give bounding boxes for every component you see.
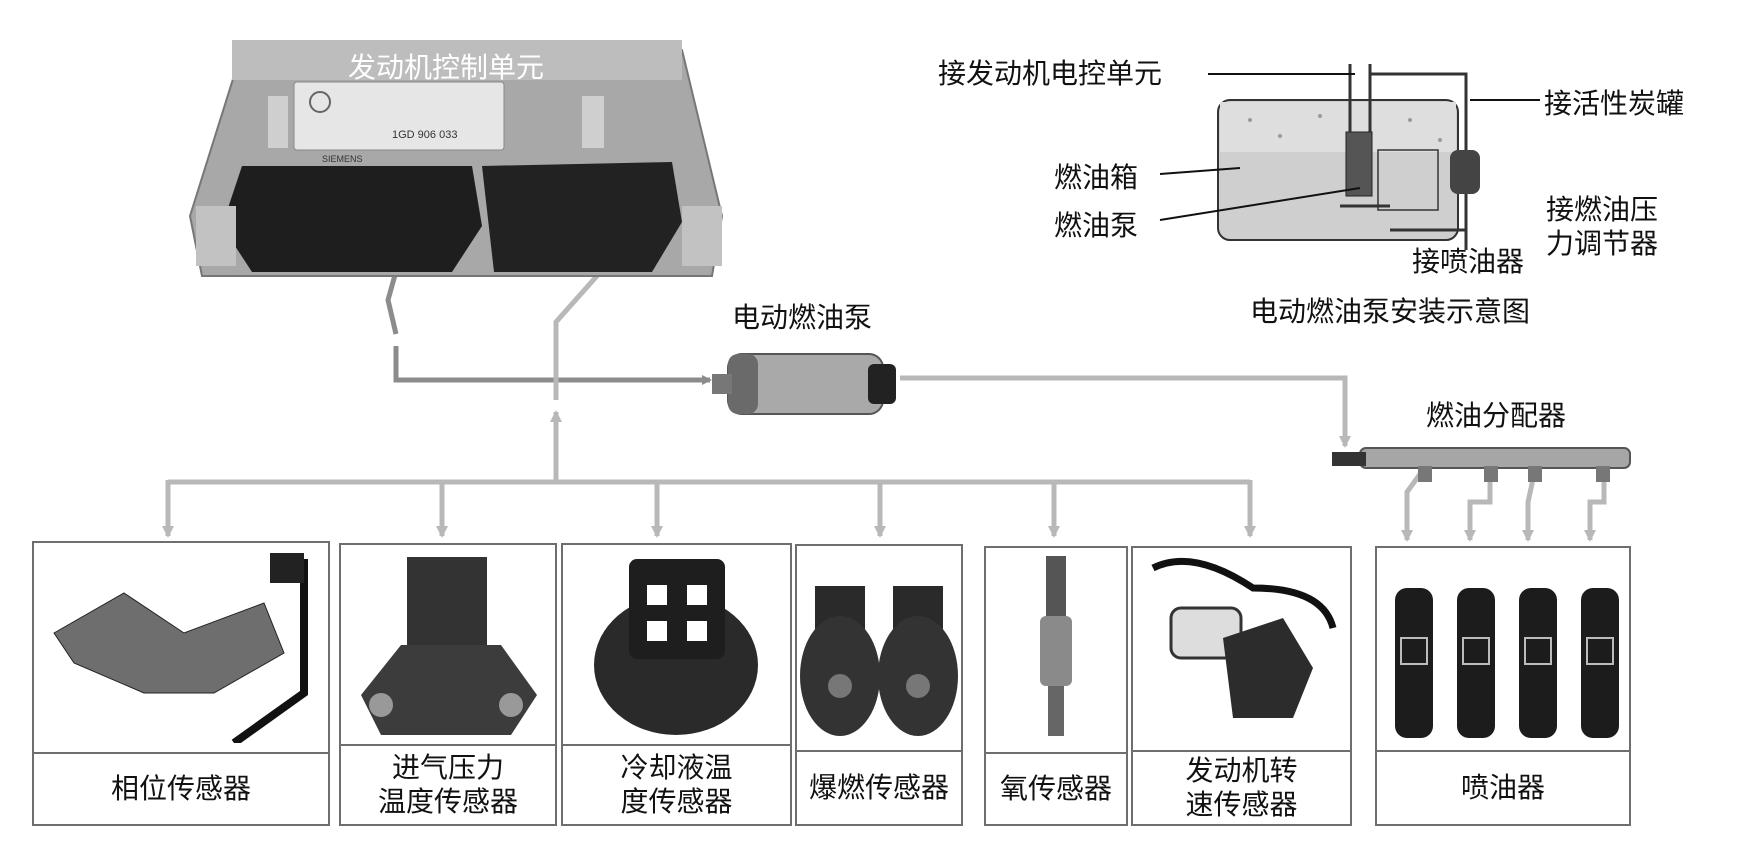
injector-caption: 喷油器 [1377, 750, 1629, 824]
sensor-caption-line: 度传感器 [620, 785, 732, 819]
knock-sensor-image [797, 546, 961, 746]
sensor-caption-line: 冷却液温 [620, 751, 732, 785]
intake-pressure-sensor-image [341, 545, 555, 745]
sensor-caption-engine-speed: 发动机转 速传感器 [1133, 750, 1350, 824]
sensor-caption-knock: 爆燃传感器 [797, 750, 961, 824]
callout-leader-lines [1140, 60, 1570, 250]
fuel-rail-image [1330, 438, 1646, 486]
sensor-box-phase: 相位传感器 [32, 541, 330, 826]
sensor-box-coolant-temp: 冷却液温 度传感器 [561, 543, 792, 826]
install-diagram-caption: 电动燃油泵安装示意图 [1250, 296, 1530, 328]
injector-caption-line: 喷油器 [1461, 771, 1545, 805]
sensor-box-oxygen: 氧传感器 [984, 546, 1128, 826]
pump-label: 电动燃油泵 [732, 302, 872, 334]
sensor-caption-line: 爆燃传感器 [809, 771, 949, 805]
pump-to-rail-line [900, 378, 1345, 446]
sensor-caption-coolant-temp: 冷却液温 度传感器 [563, 744, 790, 824]
sensor-box-knock: 爆燃传感器 [795, 544, 963, 826]
ecu-plate-text: 1GD 906 033 [392, 129, 457, 141]
sensor-caption-oxygen: 氧传感器 [986, 752, 1126, 824]
sensor-caption-line: 发动机转 [1185, 754, 1297, 788]
ecu-label: 发动机控制单元 [348, 52, 544, 84]
sensor-caption-line: 进气压力 [392, 751, 504, 785]
sensor-box-engine-speed: 发动机转 速传感器 [1131, 546, 1352, 826]
oxygen-sensor-image [986, 548, 1126, 748]
sensor-caption-intake-pressure: 进气压力 温度传感器 [341, 744, 555, 824]
callout-to-injector: 接喷油器 [1412, 246, 1524, 278]
ecu-brand-text: SIEMENS [322, 154, 363, 164]
fuel-pump-image [708, 350, 908, 420]
callout-to-ecu: 接发动机电控单元 [938, 58, 1162, 90]
sensor-caption-line: 氧传感器 [1000, 772, 1112, 806]
injectors-image [1377, 548, 1629, 748]
sensor-caption-line: 相位传感器 [111, 772, 251, 806]
sensor-caption-line: 温度传感器 [378, 785, 518, 819]
engine-speed-sensor-image [1133, 548, 1350, 748]
fuel-rail-label: 燃油分配器 [1426, 400, 1566, 432]
callout-tank: 燃油箱 [1054, 162, 1138, 194]
sensor-caption-line: 速传感器 [1185, 788, 1297, 822]
sensor-box-intake-pressure: 进气压力 温度传感器 [339, 543, 557, 826]
injector-box: 喷油器 [1375, 546, 1631, 826]
coolant-temp-sensor-image [563, 545, 790, 745]
callout-pump: 燃油泵 [1054, 210, 1138, 242]
phase-sensor-image [34, 543, 328, 743]
sensor-caption-phase: 相位传感器 [34, 752, 328, 824]
